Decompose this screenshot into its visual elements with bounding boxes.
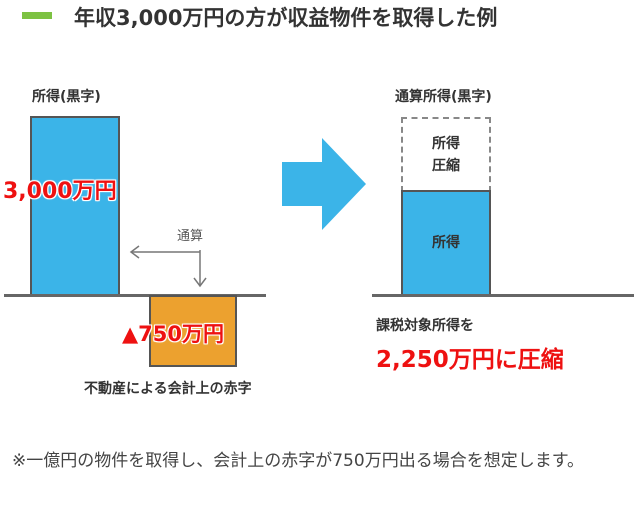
right-arrow-icon	[282, 138, 366, 230]
taxable-income-label: 課税対象所得を	[376, 318, 474, 334]
deficit-bar	[149, 295, 237, 367]
taxable-income-result: 2,250万円に圧縮	[376, 347, 564, 373]
compressed-income-area	[401, 117, 491, 192]
income-amount: 3,000万円	[3, 179, 117, 204]
income-label: 所得(黒字)	[32, 89, 101, 105]
remaining-income-label: 所得	[432, 235, 460, 251]
compressed-label-line2: 圧縮	[432, 158, 460, 174]
combined-income-label: 通算所得(黒字)	[395, 89, 492, 105]
title-accent-bar	[22, 12, 52, 19]
compressed-label-line1: 所得	[432, 136, 460, 152]
footnote: ※一億円の物件を取得し、会計上の赤字が750万円出る場合を想定します。	[12, 451, 584, 471]
right-baseline	[372, 294, 634, 297]
deficit-caption: 不動産による会計上の赤字	[84, 381, 252, 397]
offset-arrow-icon	[129, 245, 207, 288]
page-title: 年収3,000万円の方が収益物件を取得した例	[74, 6, 498, 30]
income-bar	[30, 116, 120, 297]
offset-label: 通算	[177, 229, 204, 244]
deficit-amount: ▲750万円	[122, 322, 224, 346]
left-baseline	[4, 294, 266, 297]
